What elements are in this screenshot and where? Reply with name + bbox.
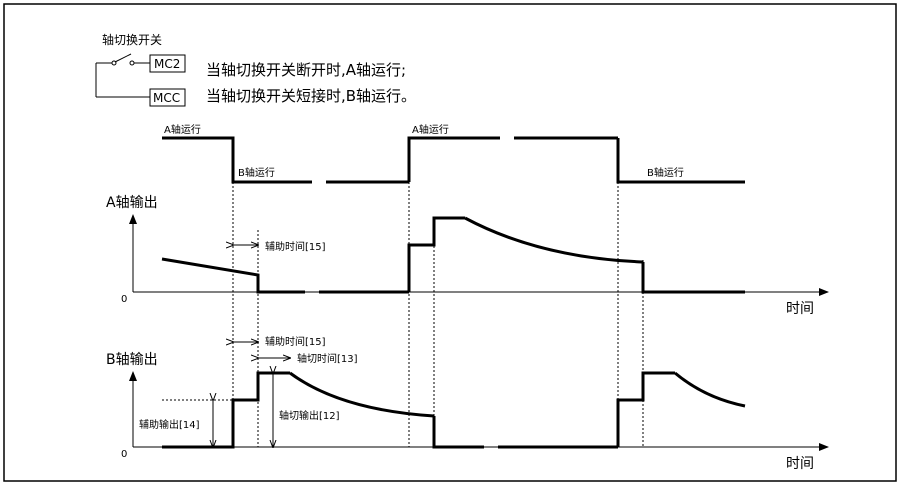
a-run-label-2: A轴运行	[412, 123, 449, 136]
a-run-label-1: A轴运行	[164, 123, 201, 136]
mcc-terminal	[149, 88, 186, 107]
aux-output-label: 辅助输出[14]	[139, 418, 200, 431]
mc2-terminal	[149, 54, 186, 73]
outer-frame	[3, 3, 897, 482]
timing-guides	[232, 182, 644, 447]
a-output-title: A轴输出	[106, 195, 158, 211]
aux-output-marker	[162, 400, 233, 447]
b-run-label-1: B轴运行	[238, 166, 275, 179]
switch-icon	[95, 53, 150, 98]
a-output-waveform	[161, 216, 745, 294]
b-run-label-2: B轴运行	[647, 166, 684, 179]
b-aux-time-label: 辅助时间[15]	[265, 335, 326, 348]
a-output-zero: 0	[121, 294, 127, 305]
note-open: 当轴切换开关断开时,A轴运行;	[206, 61, 406, 79]
switch-time-label: 轴切时间[13]	[297, 352, 358, 365]
switch-output-label: 轴切输出[12]	[279, 409, 340, 422]
a-output-time-label: 时间	[786, 301, 814, 317]
a-aux-time-label: 辅助时间[15]	[265, 240, 326, 253]
b-output-time-label: 时间	[786, 456, 814, 472]
b-output-title: B轴输出	[106, 352, 158, 368]
b-output-zero: 0	[121, 449, 127, 460]
b-output-waveform	[162, 371, 746, 449]
note-short: 当轴切换开关短接时,B轴运行。	[206, 87, 416, 105]
switch-title: 轴切换开关	[102, 32, 162, 47]
mcc-label: MCC	[153, 91, 180, 105]
mc2-label: MC2	[154, 57, 180, 71]
